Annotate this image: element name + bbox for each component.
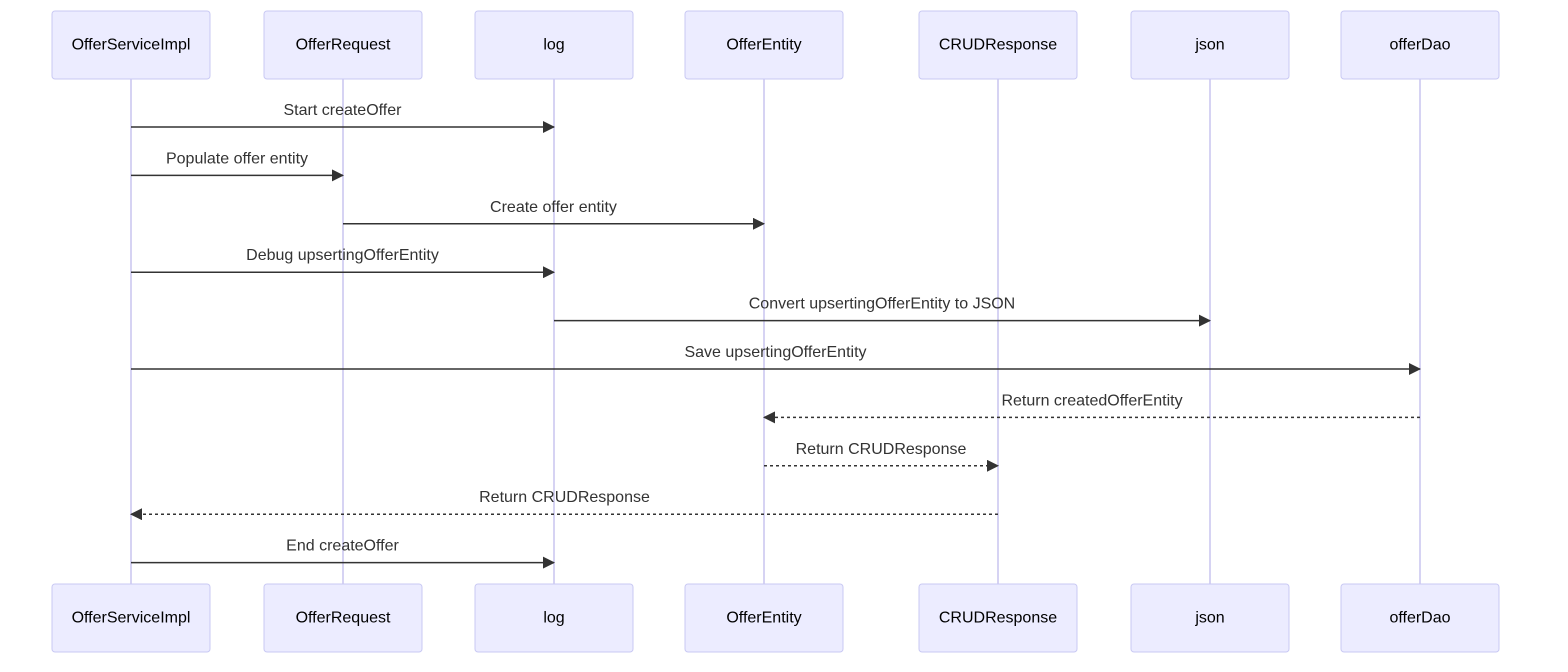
message-10: End createOffer (131, 538, 555, 569)
message-label: Return CRUDResponse (479, 489, 650, 506)
message-label: Return createdOfferEntity (1001, 392, 1182, 409)
participant-box (1130, 583, 1290, 653)
participant-label: offerDao (1389, 610, 1450, 627)
participant-top-offer-entity: OfferEntity (684, 10, 844, 80)
message-2: Populate offer entity (131, 150, 344, 182)
message-label: Convert upsertingOfferEntity to JSON (749, 296, 1015, 313)
participant-label: log (543, 37, 564, 54)
participant-label: OfferEntity (726, 610, 801, 627)
message-7: Return createdOfferEntity (763, 392, 1420, 424)
participant-box (918, 583, 1078, 653)
participant-label: json (1194, 37, 1224, 54)
participant-box (51, 10, 211, 80)
message-5: Convert upsertingOfferEntity to JSON (554, 296, 1211, 327)
participant-box (1340, 10, 1500, 80)
participant-label: CRUDResponse (939, 610, 1057, 627)
participant-label: OfferServiceImpl (72, 610, 191, 627)
participant-label: CRUDResponse (939, 37, 1057, 54)
participant-box (684, 10, 844, 80)
participant-bottom-offer-request: OfferRequest (263, 583, 423, 653)
message-label: Populate offer entity (166, 150, 308, 167)
participant-label: OfferEntity (726, 37, 801, 54)
participant-box (51, 583, 211, 653)
participant-top-offer-service-impl: OfferServiceImpl (51, 10, 211, 80)
participant-top-offer-request: OfferRequest (263, 10, 423, 80)
participant-bottom-offer-dao: offerDao (1340, 583, 1500, 653)
message-3: Create offer entity (343, 199, 765, 230)
message-1: Start createOffer (131, 102, 555, 133)
participant-bottom-log: log (474, 583, 634, 653)
participant-box (474, 583, 634, 653)
message-label: Return CRUDResponse (796, 441, 967, 458)
participant-label: OfferRequest (296, 610, 391, 627)
message-label: Debug upsertingOfferEntity (246, 247, 439, 264)
participant-bottom-json: json (1130, 583, 1290, 653)
participant-top-json: json (1130, 10, 1290, 80)
participant-label: OfferServiceImpl (72, 37, 191, 54)
participant-box (1130, 10, 1290, 80)
participant-bottom-offer-service-impl: OfferServiceImpl (51, 583, 211, 653)
participant-box (263, 10, 423, 80)
participant-box (263, 583, 423, 653)
participant-bottom-crudresponse: CRUDResponse (918, 583, 1078, 653)
message-label: Save upsertingOfferEntity (684, 344, 866, 361)
message-label: Start createOffer (284, 102, 403, 119)
participant-box (1340, 583, 1500, 653)
participant-label: OfferRequest (296, 37, 391, 54)
participant-label: log (543, 610, 564, 627)
message-4: Debug upsertingOfferEntity (131, 247, 555, 279)
participant-label: offerDao (1389, 37, 1450, 54)
message-8: Return CRUDResponse (764, 441, 999, 472)
participant-box (474, 10, 634, 80)
participant-box (918, 10, 1078, 80)
participant-label: json (1194, 610, 1224, 627)
message-6: Save upsertingOfferEntity (131, 344, 1421, 375)
participant-top-crudresponse: CRUDResponse (918, 10, 1078, 80)
participant-top-log: log (474, 10, 634, 80)
message-label: Create offer entity (490, 199, 617, 216)
participant-box (684, 583, 844, 653)
participant-top-offer-dao: offerDao (1340, 10, 1500, 80)
participant-bottom-offer-entity: OfferEntity (684, 583, 844, 653)
message-9: Return CRUDResponse (130, 489, 998, 521)
message-label: End createOffer (286, 538, 399, 555)
